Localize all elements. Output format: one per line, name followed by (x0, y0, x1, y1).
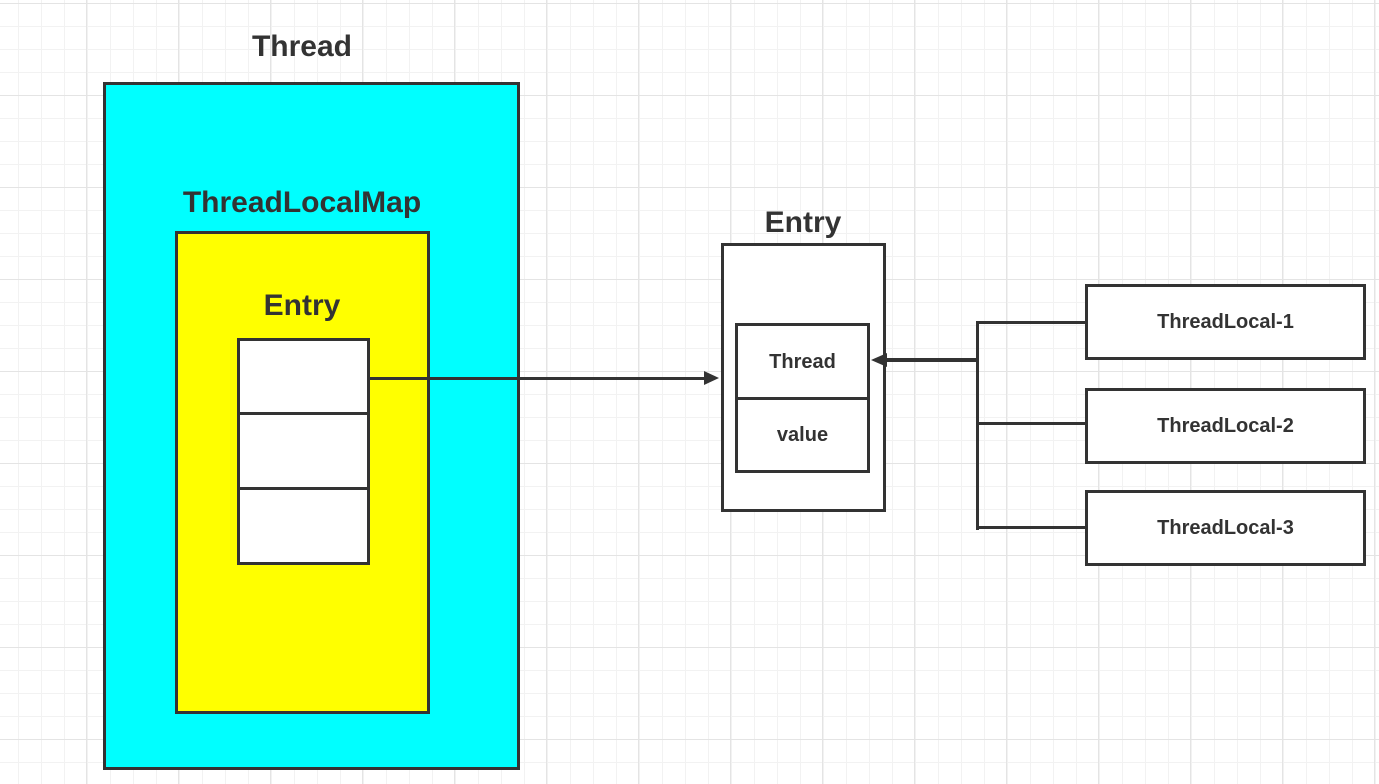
entry-value-cell: value (735, 397, 870, 473)
arrow-threadlocal-to-thread-line (886, 358, 978, 362)
thread-container-label: Thread (251, 30, 353, 63)
threadlocal-trunk-line (976, 321, 979, 530)
arrow-slot-to-entry-head-icon (704, 371, 719, 385)
entry-detail-label: Entry (764, 206, 842, 239)
threadlocal-2-connector-line (976, 422, 1087, 425)
threadlocal-3-connector-line (976, 526, 1087, 529)
threadlocal-1-box: ThreadLocal-1 (1085, 284, 1366, 360)
entry-thread-cell: Thread (735, 323, 870, 400)
entry-group-label: Entry (263, 289, 341, 322)
entry-slot-3 (237, 487, 370, 565)
arrow-threadlocal-to-thread-head-icon (871, 353, 887, 367)
threadlocal-1-connector-line (976, 321, 1087, 324)
arrow-slot-to-entry-line (370, 377, 706, 380)
threadlocal-2-box: ThreadLocal-2 (1085, 388, 1366, 464)
entry-slot-2 (237, 412, 370, 490)
threadlocalmap-label: ThreadLocalMap (182, 186, 422, 219)
entry-slot-1 (237, 338, 370, 415)
threadlocal-3-box: ThreadLocal-3 (1085, 490, 1366, 566)
